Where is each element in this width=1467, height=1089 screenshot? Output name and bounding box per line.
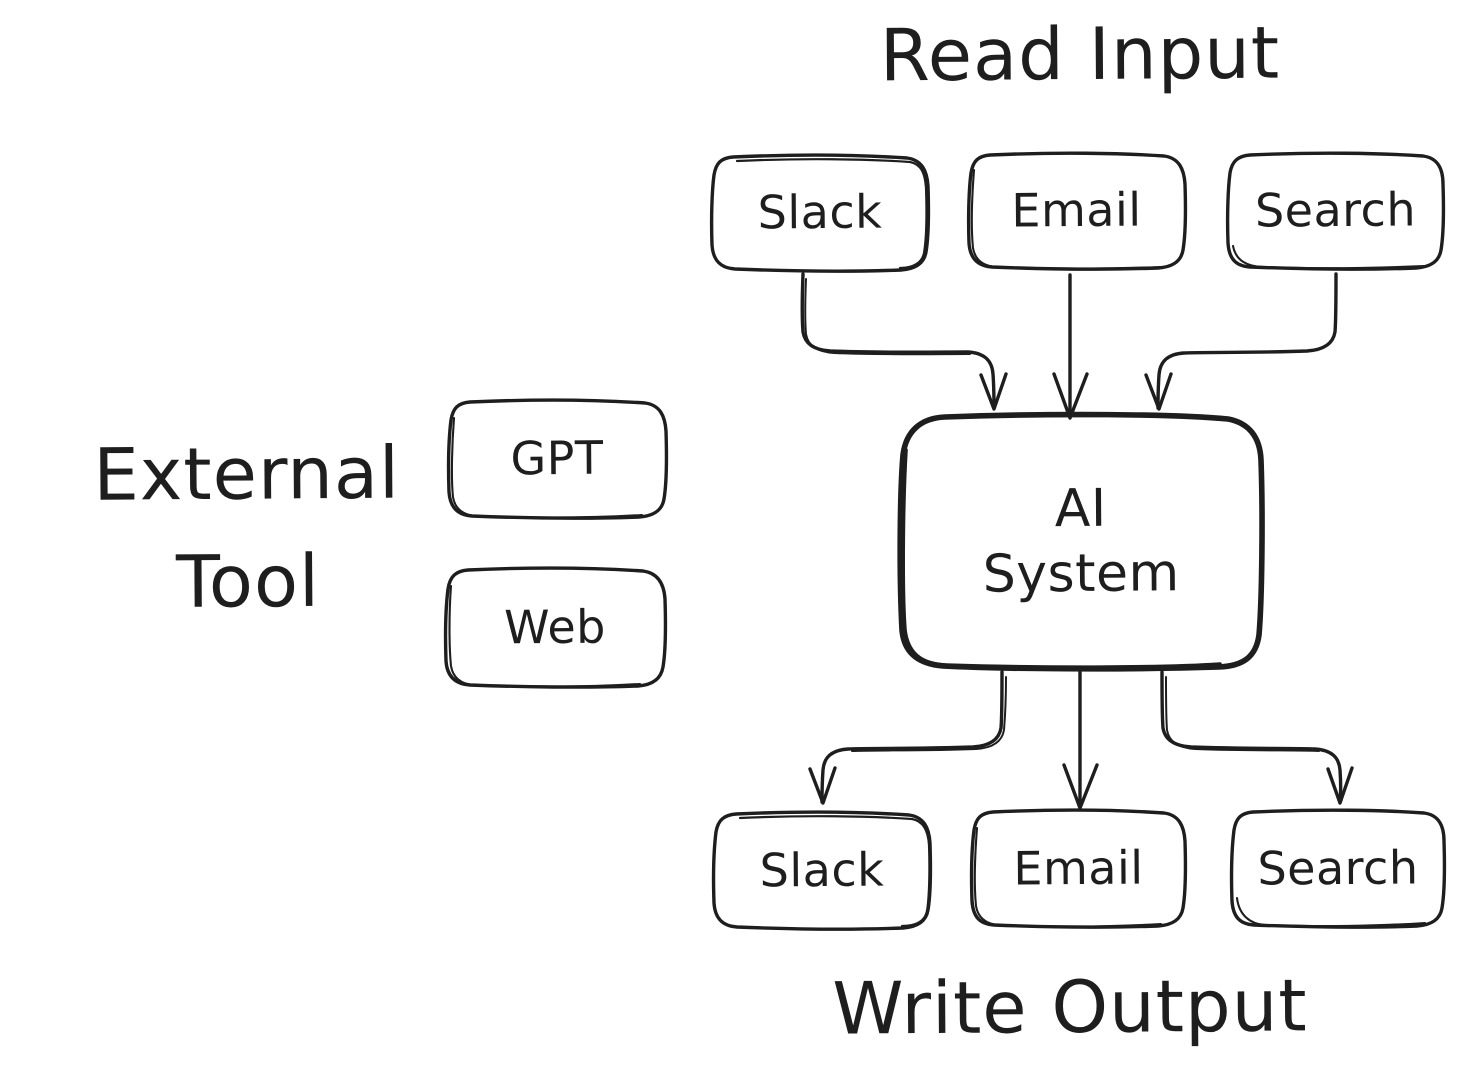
node-box-ai-system[interactable] (897, 411, 1265, 672)
node-box-tool-web[interactable] (443, 566, 668, 689)
arrow-ai-system-to-write-search (1160, 670, 1354, 805)
node-box-write-slack[interactable] (711, 810, 933, 931)
arrow-ai-system-to-write-slack (808, 670, 1007, 805)
arrow-read-search-to-ai-system (1144, 272, 1338, 411)
node-box-read-search[interactable] (1225, 151, 1446, 271)
arrow-read-email-to-ai-system (1052, 273, 1089, 420)
node-box-read-slack[interactable] (709, 153, 931, 273)
node-box-read-email[interactable] (966, 151, 1188, 271)
node-box-tool-gpt[interactable] (446, 398, 669, 520)
node-box-write-email[interactable] (969, 808, 1188, 929)
node-box-write-search[interactable] (1229, 808, 1447, 929)
arrow-ai-system-to-write-email (1062, 670, 1099, 810)
arrow-read-slack-to-ai-system (800, 272, 1008, 411)
